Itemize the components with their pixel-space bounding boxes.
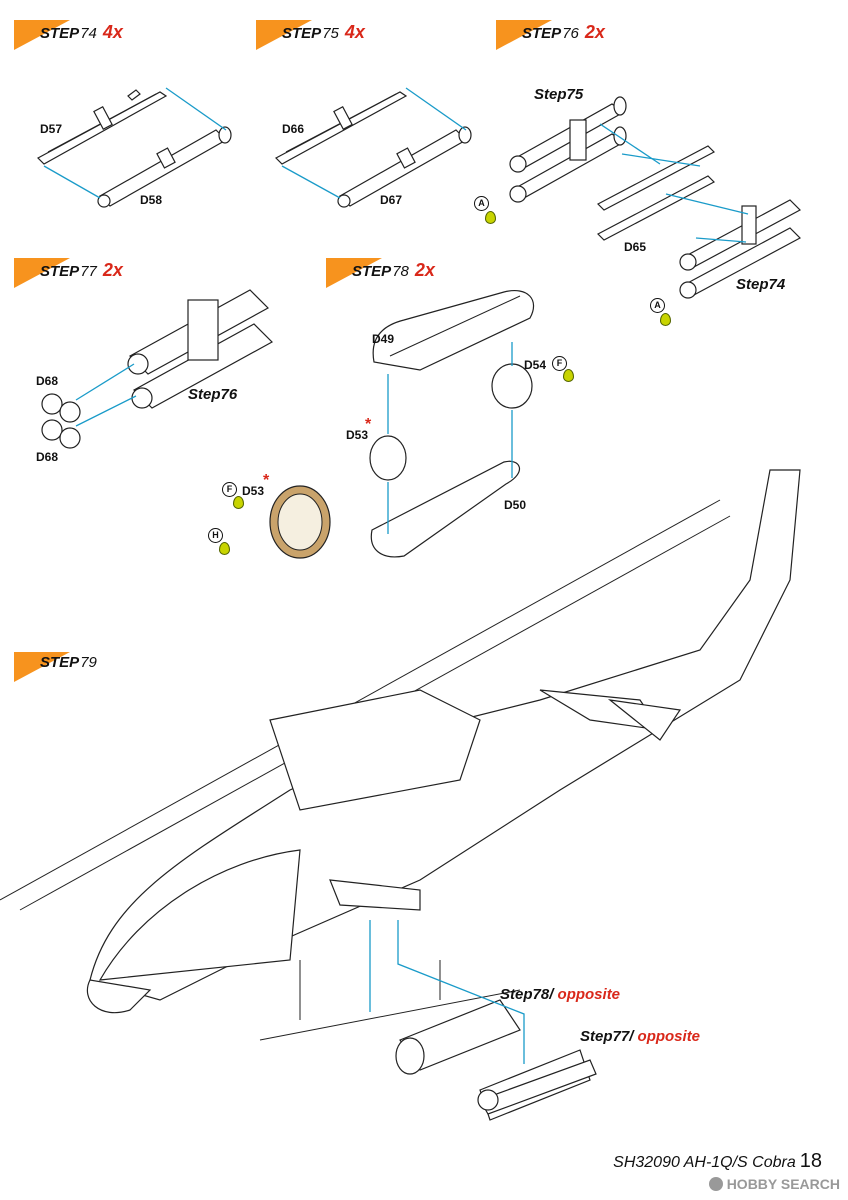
part-label-d68-top: D68 [36,374,59,388]
step75-reference: Step75 [534,86,584,103]
helicopter-ah1 [0,469,801,1041]
paint-drop-icon [563,369,574,382]
paint-code-f: F [222,482,237,497]
paint-code-h: H [208,528,223,543]
part-label-d57: D57 [40,122,63,136]
rail-d57 [37,89,168,165]
rocket-pod-step78 [395,999,521,1075]
watermark: HOBBY SEARCH [708,1176,840,1192]
part-label-d53-outline: D53 [346,428,369,442]
asterisk-mark: * [365,416,372,433]
caps-d68 [41,393,81,449]
watermark-logo-icon [708,1177,723,1191]
rail-d66 [275,91,408,165]
rail-d65 [597,145,715,241]
paint-drop-icon [219,542,230,555]
part-label-d65: D65 [624,240,647,254]
paint-code-a: A [474,196,489,211]
step78-opposite-reference: Step78/ opposite [500,986,621,1003]
part-label-d67: D67 [380,193,403,207]
pod-half-d49 [372,290,535,371]
pod-front-d53 [369,435,407,481]
sub-assembly-step75 [509,96,627,203]
paint-code-f: F [552,356,567,371]
step76-reference: Step76 [188,386,238,403]
launcher-tube-d67 [337,126,472,208]
paint-drop-icon [660,313,671,326]
step77-opposite-reference: Step77/ opposite [580,1028,701,1045]
part-label-d54: D54 [524,358,547,372]
launcher-step77 [477,1049,597,1121]
pod-front-d53-painted [269,485,331,559]
sub-assembly-step76 [127,289,273,409]
sub-assembly-step74 [679,199,801,299]
paint-code-a: A [650,298,665,313]
paint-drop-icon [233,496,244,509]
part-label-d58: D58 [140,193,163,207]
asterisk-mark: * [263,472,270,489]
part-label-d53-painted: D53 [242,484,265,498]
part-label-d49: D49 [372,332,395,346]
part-label-d66: D66 [282,122,305,136]
part-label-d68-bottom: D68 [36,450,59,464]
paint-drop-icon [485,211,496,224]
part-label-d50: D50 [504,498,527,512]
launcher-tube-d58 [97,126,232,208]
step74-reference: Step74 [736,276,786,293]
